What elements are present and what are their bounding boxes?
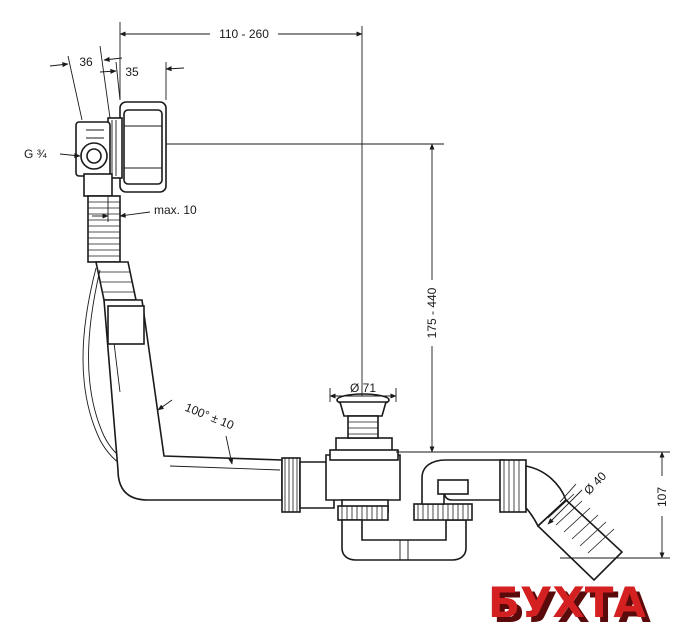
dim-length-range: 110 - 260 xyxy=(219,27,269,41)
watermark-shadow: БУХТА xyxy=(493,583,651,632)
dim-diameter-71: Ø 71 xyxy=(350,381,376,395)
dim-angle: 100° ± 10 xyxy=(183,400,236,432)
watermark-text: БУХТА xyxy=(488,578,646,627)
dim-width-36: 36 xyxy=(79,55,93,69)
dimension-lines xyxy=(49,22,670,559)
dim-max-10: max. 10 xyxy=(154,203,197,217)
siphon-trap xyxy=(341,503,473,561)
watermark-logo: БУХТА БУХТА xyxy=(488,578,651,632)
dim-thread: G ¾ xyxy=(24,147,48,161)
dim-diameter-40: Ø 40 xyxy=(581,469,609,498)
overflow-head xyxy=(75,101,167,197)
flex-connector xyxy=(87,195,137,301)
drain-plug xyxy=(336,393,390,439)
dim-width-35: 35 xyxy=(125,65,139,79)
drain-body xyxy=(281,437,401,521)
overflow-pipe xyxy=(103,299,283,501)
outlet-elbow xyxy=(421,459,624,582)
dim-height-range: 175 - 440 xyxy=(425,287,439,338)
dim-height-107: 107 xyxy=(655,487,669,507)
